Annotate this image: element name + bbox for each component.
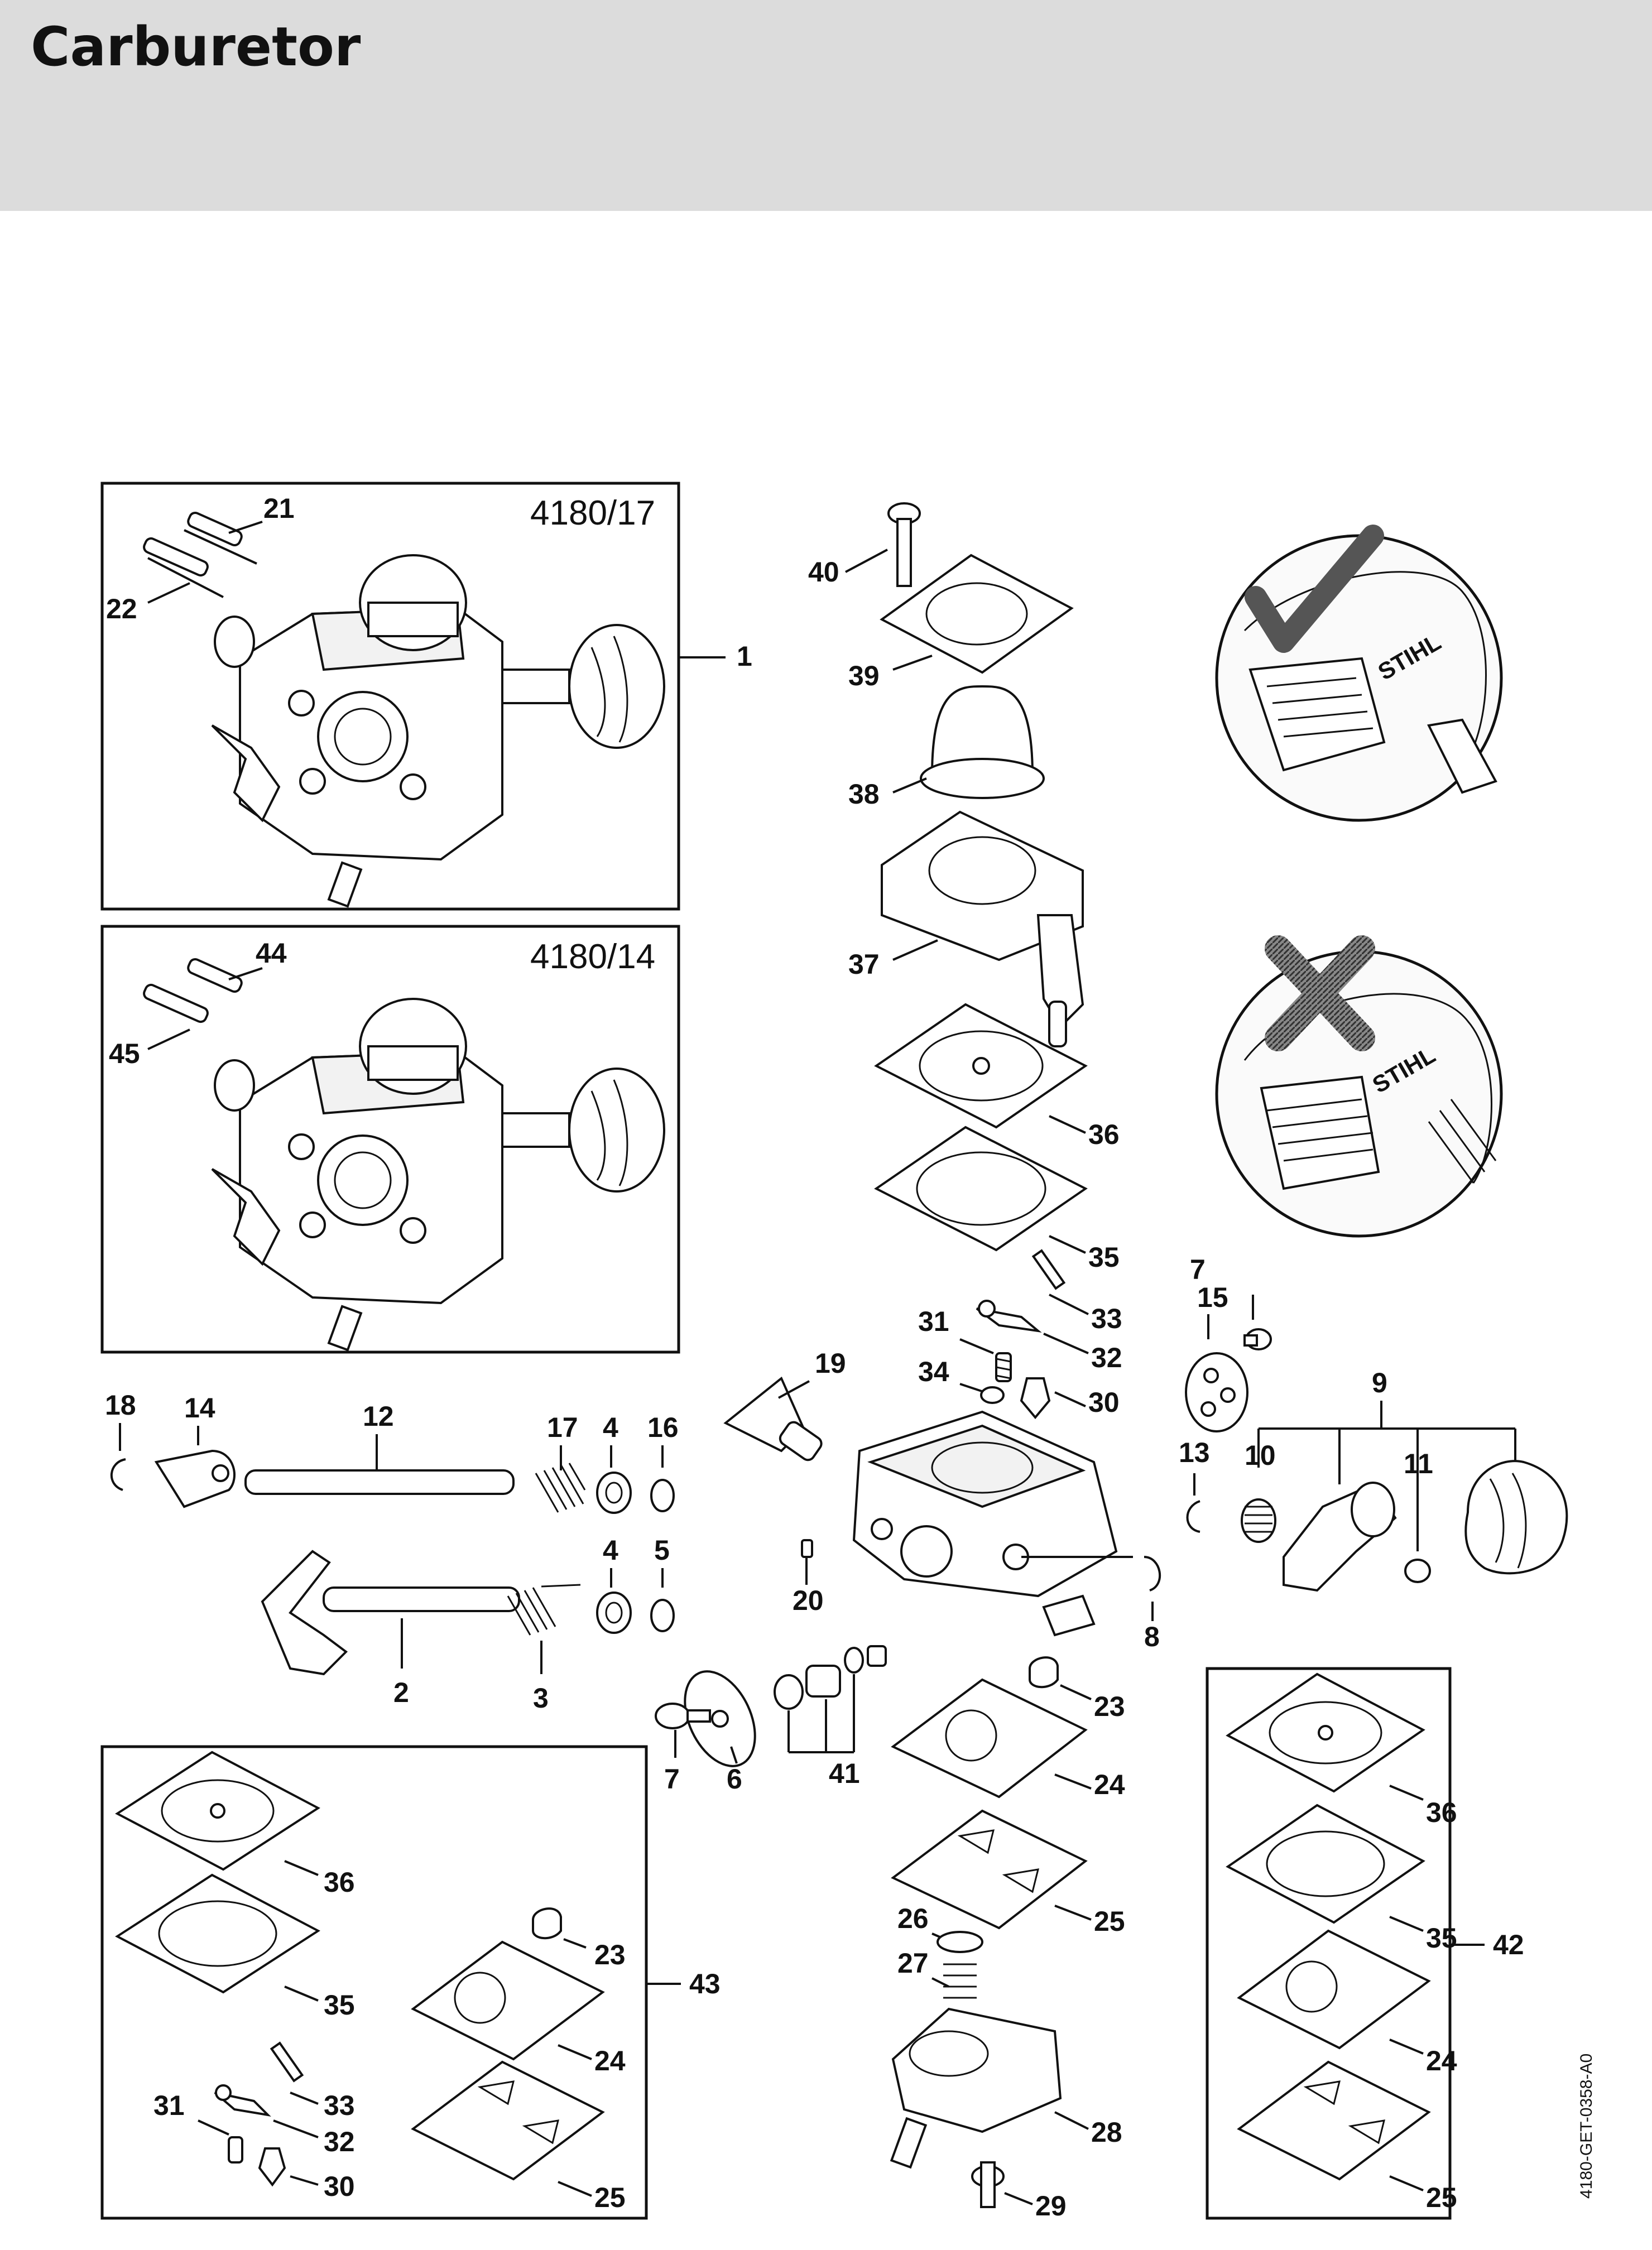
callout-41: 41 — [829, 1758, 860, 1789]
callout-7: 7 — [664, 1763, 680, 1795]
reference-photo-incorrect: STIHL — [1215, 935, 1503, 1238]
metering-needle-parts: 33 32 31 34 30 — [918, 1249, 1122, 1420]
box-label: 4180/14 — [530, 938, 655, 976]
box-label: 4180/17 — [530, 494, 655, 532]
callout-27: 27 — [897, 1948, 929, 1979]
callout-2: 2 — [393, 1677, 409, 1708]
callout-33: 33 — [1091, 1303, 1122, 1334]
callout-3: 3 — [533, 1682, 549, 1714]
callout-42: 42 — [1493, 1929, 1524, 1960]
header-bar: Carburetor — [0, 0, 1652, 211]
callout-6: 6 — [727, 1763, 742, 1795]
callout-11: 11 — [1404, 1448, 1433, 1479]
plug-19: 19 — [723, 1348, 846, 1461]
callout-43: 43 — [689, 1968, 721, 1999]
callout-14: 14 — [184, 1392, 215, 1424]
callout-26: 26 — [897, 1903, 929, 1934]
callout-17: 17 — [547, 1412, 578, 1443]
callout-13: 13 — [1179, 1437, 1210, 1468]
kit43-callout-30: 30 — [324, 2171, 355, 2202]
kit43-callout-31: 31 — [153, 2090, 185, 2121]
repair-kit-42: 36 35 24 25 — [1206, 1667, 1457, 2220]
callout-28: 28 — [1091, 2117, 1122, 2148]
callout-20: 20 — [793, 1585, 824, 1616]
callout-7: 7 — [1190, 1254, 1206, 1285]
pump-cover-stack: 40 39 38 37 36 35 — [808, 502, 1120, 1273]
repair-kit-43: 36 35 23 24 25 33 32 31 30 — [100, 1745, 648, 2220]
callout-36: 36 — [1088, 1119, 1120, 1150]
kit43-callout-33: 33 — [324, 2090, 355, 2121]
callout-32: 32 — [1091, 1342, 1122, 1373]
reference-photo-correct: STIHL — [1215, 525, 1503, 822]
callout-4: 4 — [603, 1535, 618, 1566]
callout-30: 30 — [1088, 1387, 1120, 1418]
kit43-callout-25: 25 — [594, 2182, 626, 2213]
callout-31: 31 — [918, 1306, 949, 1337]
throttle-choke-shafts: 18 14 12 17 4 16 2 3 4 5 — [105, 1390, 679, 1714]
callout-5: 5 — [654, 1535, 670, 1566]
kit42-callout-25: 25 — [1426, 2182, 1457, 2213]
callout-25: 25 — [1094, 1906, 1125, 1937]
callout-19: 19 — [815, 1348, 846, 1379]
callout-45: 45 — [109, 1038, 140, 1069]
carburetor-variant-box-4180-17: 4180/17 21 22 — [100, 482, 680, 911]
callout-12: 12 — [363, 1401, 394, 1432]
callout-4: 4 — [603, 1412, 618, 1443]
check-icon — [1245, 525, 1384, 653]
callout-29: 29 — [1035, 2190, 1067, 2222]
callout-24: 24 — [1094, 1769, 1125, 1800]
callout-37: 37 — [848, 949, 880, 980]
carburetor-variant-box-4180-14: 4180/14 44 45 — [100, 925, 680, 1354]
carburetor-assembly-drawing — [143, 511, 665, 908]
carburetor-body — [852, 1410, 1133, 1637]
kit42-callout-24: 24 — [1426, 2045, 1457, 2076]
cross-icon — [1265, 935, 1375, 1051]
callout-1: 1 — [737, 641, 752, 672]
valve-and-screen-parts: 23 24 6 7 41 25 26 27 28 — [655, 1645, 1125, 2222]
callout-23: 23 — [1094, 1691, 1125, 1722]
kit43-callout-32: 32 — [324, 2126, 355, 2157]
callout-18: 18 — [105, 1390, 136, 1421]
callout-10: 10 — [1245, 1440, 1276, 1471]
callout-40: 40 — [808, 556, 839, 588]
small-screw-plate-parts: 7 15 — [1185, 1254, 1272, 1432]
document-id: 4180-GET-0358-A0 — [1577, 2054, 1596, 2199]
callout-8: 8 — [1144, 1621, 1160, 1652]
callout-9: 9 — [1372, 1367, 1387, 1398]
kit43-callout-23: 23 — [594, 1939, 626, 1970]
callout-39: 39 — [848, 660, 880, 691]
callout-35: 35 — [1088, 1242, 1120, 1273]
choke-knob-group: 9 10 11 13 — [1179, 1367, 1568, 1592]
carburetor-assembly-drawing — [143, 958, 665, 1352]
kit43-callout-36: 36 — [324, 1867, 355, 1898]
kit42-callout-36: 36 — [1426, 1797, 1457, 1828]
callout-22: 22 — [106, 593, 137, 624]
page-title: Carburetor — [31, 16, 361, 78]
kit43-callout-24: 24 — [594, 2045, 626, 2076]
kit42-callout-35: 35 — [1426, 1922, 1457, 1954]
callout-16: 16 — [647, 1412, 679, 1443]
callout-34: 34 — [918, 1356, 949, 1387]
callout-21: 21 — [263, 493, 295, 524]
callout-15: 15 — [1197, 1282, 1228, 1313]
callout-38: 38 — [848, 778, 880, 810]
callout-44: 44 — [256, 938, 287, 969]
kit43-callout-35: 35 — [324, 1989, 355, 2021]
